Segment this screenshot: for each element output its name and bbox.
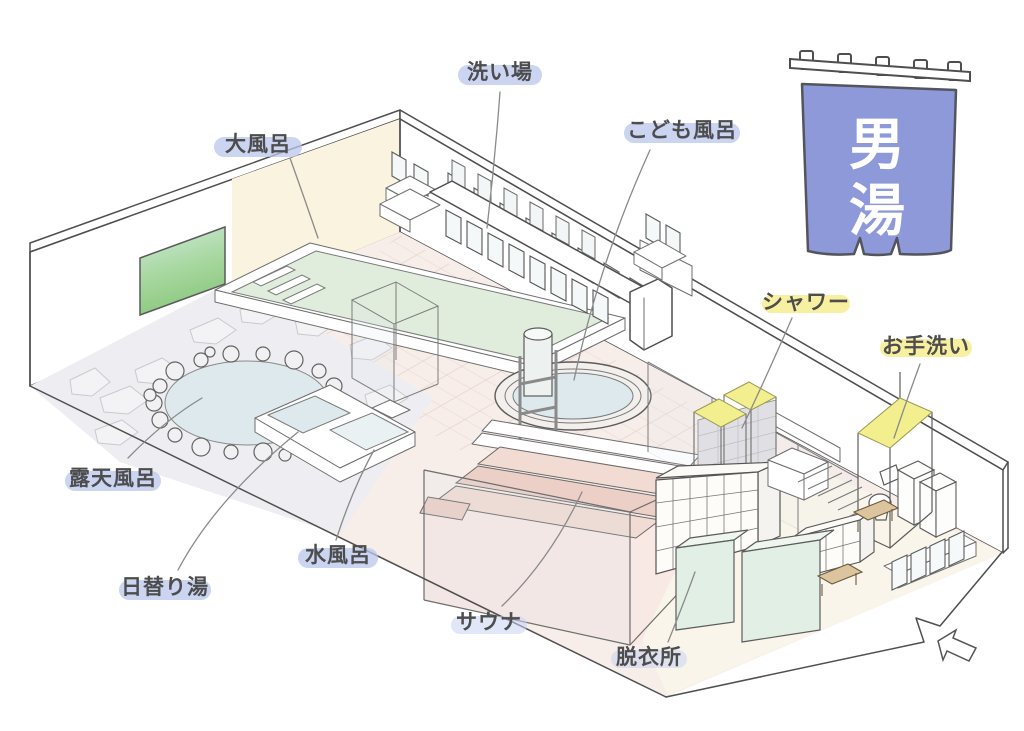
sauna-bench-3 <box>430 485 662 539</box>
back-left-wall-cream <box>232 119 400 302</box>
banner-char-bath: 湯 <box>849 179 905 244</box>
leader-cold-bath <box>335 449 375 541</box>
right-wall-base-cap <box>1002 547 1009 554</box>
cold-bath-water <box>328 412 410 451</box>
label-washing-area: 洗い場 <box>467 60 533 84</box>
kids-bath-pillar-top <box>523 327 553 341</box>
restroom <box>857 372 958 549</box>
leader-shower <box>741 317 793 429</box>
benches <box>816 499 900 596</box>
green-glass-panels <box>675 529 835 643</box>
leader-changing-room <box>667 571 696 643</box>
sauna <box>419 446 702 646</box>
kids-bath-rim-inner <box>504 368 642 424</box>
highlight-cold-bath <box>298 548 378 568</box>
kids-bath-pillar <box>523 333 553 397</box>
washing-counter <box>429 159 673 351</box>
highlight-sauna <box>451 616 527 634</box>
label-sauna: サウナ <box>456 610 522 634</box>
small-baths <box>254 384 416 483</box>
highlight-big-bath <box>214 137 302 157</box>
front-outline <box>29 385 1004 698</box>
label-big-bath: 大風呂 <box>225 132 291 156</box>
leader-open-air-bath <box>127 397 203 459</box>
shower-stall-top-1 <box>692 398 748 428</box>
restroom-cabinets <box>896 460 958 538</box>
label-kids-bath: こども風呂 <box>627 118 737 142</box>
washing-station-mid <box>633 213 693 297</box>
leader-kids-bath <box>573 149 651 381</box>
sauna-step-block <box>419 496 471 521</box>
highlight-open-air-bath <box>65 471 161 491</box>
labels: 大風呂 洗い場 こども風呂 シャワー お手洗い 露天風呂 水風呂 日替り湯 サウ… <box>65 60 972 669</box>
daily-bath-water <box>266 395 352 434</box>
staircase <box>767 447 883 518</box>
highlight-washing-area <box>458 65 542 85</box>
building-shell <box>29 109 1009 554</box>
banner-curtain <box>800 82 958 257</box>
banner-rod <box>789 57 971 83</box>
banner-char-men: 男 <box>849 113 905 178</box>
highlight-restroom <box>880 339 972 357</box>
label-restroom: お手洗い <box>882 334 970 358</box>
leader-big-bath <box>289 157 319 239</box>
mens-bath-banner: 男 湯 <box>789 50 971 257</box>
leader-washing-area <box>486 91 501 229</box>
counter-back-mirrors <box>451 159 596 260</box>
washing-station-left <box>379 151 441 233</box>
leader-daily-bath <box>177 431 299 571</box>
highlight-changing-room <box>611 650 687 668</box>
small-bath-step <box>371 399 411 419</box>
shower-stall-top-2 <box>722 381 778 411</box>
restroom-top <box>857 397 933 449</box>
vanity-mirrors <box>891 530 965 591</box>
leader-lines <box>127 91 921 643</box>
kids-bath <box>494 327 652 444</box>
vanity <box>883 530 977 591</box>
front-right-edge <box>665 550 1004 698</box>
changing-room <box>655 447 977 643</box>
leader-sauna <box>501 491 583 607</box>
label-shower: シャワー <box>762 290 850 314</box>
label-cold-bath: 水風呂 <box>305 543 371 567</box>
wall-picture-green <box>139 225 226 317</box>
highlight-daily-bath <box>119 580 211 600</box>
label-changing-room: 脱衣所 <box>616 645 682 669</box>
entrance-arrow-icon <box>937 628 978 663</box>
label-daily-bath: 日替り湯 <box>121 575 209 599</box>
label-open-air-bath: 露天風呂 <box>69 466 157 490</box>
front-left-edge <box>29 385 667 698</box>
leader-restroom <box>893 363 921 439</box>
big-bath-seats <box>251 265 327 305</box>
highlight-kids-bath <box>624 123 740 143</box>
counter-front-mirrors <box>445 209 609 325</box>
sauna-glass <box>423 469 701 646</box>
small-baths-front <box>254 417 416 483</box>
highlight-shower <box>762 295 850 313</box>
counter-end-panel <box>629 278 673 351</box>
